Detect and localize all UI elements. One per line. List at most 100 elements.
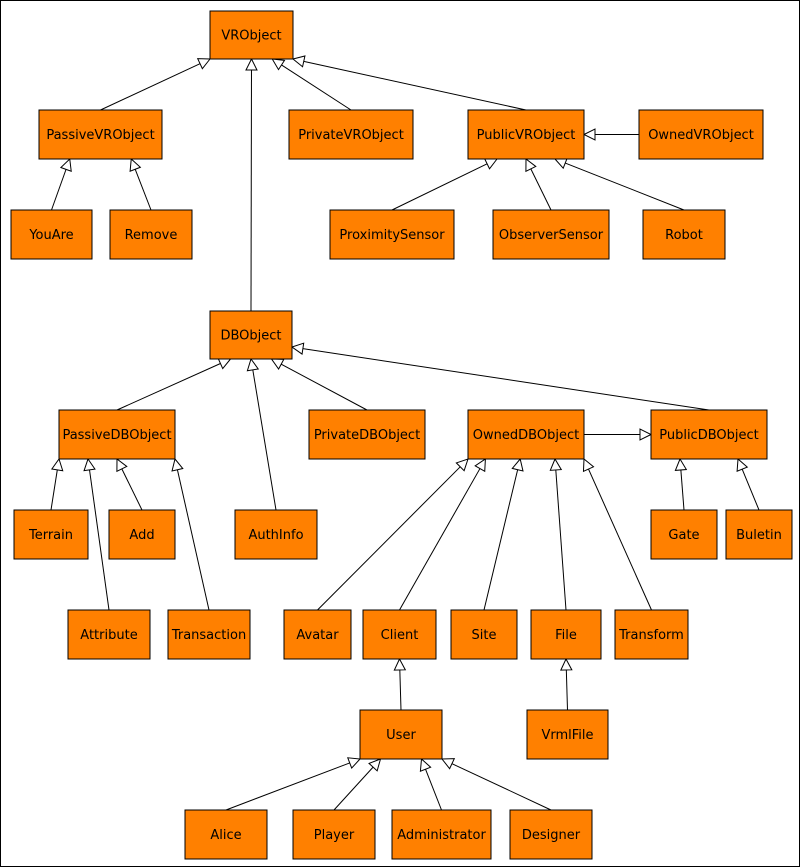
edge-line	[680, 469, 685, 511]
node-add-label: Add	[129, 528, 154, 543]
edge-line	[483, 469, 519, 611]
node-administrator-label: Administrator	[397, 828, 486, 843]
node-privatevrobject: PrivateVRObject	[288, 109, 414, 160]
node-gate: Gate	[650, 509, 718, 560]
edge-buletin-to-publicdbobject	[736, 457, 760, 511]
inheritance-arrowhead-icon	[116, 457, 128, 473]
node-client: Client	[362, 609, 437, 660]
node-avatar-label: Avatar	[296, 628, 339, 643]
node-privatedbobject: PrivateDBObject	[308, 409, 426, 460]
inheritance-arrowhead-icon	[59, 157, 72, 172]
node-designer: Designer	[509, 809, 593, 860]
inheritance-arrowhead-icon	[217, 357, 232, 370]
inheritance-arrowhead-icon	[368, 758, 382, 772]
edges	[50, 55, 760, 811]
node-administrator: Administrator	[391, 809, 492, 860]
inheritance-arrowhead-icon	[474, 458, 486, 473]
node-robot-label: Robot	[665, 228, 703, 243]
edge-line	[317, 466, 461, 611]
edge-attribute-to-passivedbobject	[83, 457, 110, 611]
edge-line	[451, 763, 552, 811]
node-passivedbobject-label: PassiveDBObject	[62, 428, 171, 443]
edge-owneddbobject-to-publicdbobject	[584, 428, 653, 441]
edge-proximitysensor-to-publicvrobject	[391, 158, 499, 211]
node-remove: Remove	[109, 209, 193, 260]
node-transaction: Transaction	[167, 609, 251, 660]
inheritance-arrowhead-icon	[582, 457, 595, 473]
nodes: VRObject PassiveVRObject PrivateVRObject…	[10, 10, 793, 860]
edge-publicvrobject-to-vrobject	[291, 55, 527, 111]
edge-line	[530, 168, 552, 211]
edge-client-to-owneddbobject	[399, 458, 486, 611]
node-publicdbobject: PublicDBObject	[650, 409, 768, 460]
inheritance-arrowhead-icon	[393, 657, 407, 671]
inheritance-arrowhead-icon	[549, 457, 563, 471]
node-site-label: Site	[472, 628, 497, 643]
inheritance-arrowhead-icon	[525, 157, 537, 173]
edge-line	[399, 468, 481, 611]
node-alice-label: Alice	[210, 828, 241, 843]
inheritance-arrowhead-icon	[582, 128, 596, 141]
node-dbobject-label: DBObject	[220, 329, 281, 344]
edge-user-to-client	[393, 657, 407, 711]
node-client-label: Client	[381, 628, 419, 643]
inheritance-arrowhead-icon	[347, 757, 362, 769]
node-authinfo-label: AuthInfo	[248, 528, 303, 543]
node-passivevrobject: PassiveVRObject	[38, 109, 163, 160]
edge-line	[116, 363, 221, 411]
node-transaction-label: Transaction	[171, 628, 246, 643]
edge-dbobject-to-vrobject	[245, 57, 258, 312]
edge-line	[281, 64, 352, 111]
node-dbobject: DBObject	[209, 310, 293, 360]
node-terrain: Terrain	[13, 509, 89, 560]
edge-site-to-owneddbobject	[483, 457, 524, 611]
node-avatar: Avatar	[283, 609, 352, 660]
node-terrain-label: Terrain	[28, 528, 73, 543]
inheritance-arrowhead-icon	[245, 57, 258, 71]
node-vrobject: VRObject	[209, 10, 294, 60]
inheritance-arrowhead-icon	[419, 757, 432, 773]
node-transform-label: Transform	[618, 628, 684, 643]
edge-remove-to-passivevrobject	[129, 157, 152, 211]
edge-file-to-owneddbobject	[549, 457, 567, 611]
edge-youare-to-passivevrobject	[51, 157, 72, 211]
edge-line	[100, 63, 201, 111]
edge-line	[51, 169, 67, 211]
node-transform: Transform	[614, 609, 689, 660]
edge-ownedvrobject-to-publicvrobject	[582, 128, 639, 141]
node-publicvrobject-label: PublicVRObject	[477, 128, 576, 143]
node-player: Player	[292, 809, 376, 860]
inheritance-arrowhead-icon	[196, 58, 212, 70]
edge-observersensor-to-publicvrobject	[525, 157, 552, 211]
inheritance-arrowhead-icon	[50, 457, 64, 472]
node-user: User	[359, 709, 443, 760]
node-file: File	[530, 609, 602, 660]
edge-privatedbobject-to-dbobject	[270, 358, 368, 411]
node-attribute-label: Attribute	[80, 628, 137, 643]
inheritance-arrowhead-icon	[736, 457, 749, 473]
edge-line	[225, 762, 350, 811]
edge-line	[121, 468, 143, 511]
edge-alice-to-user	[225, 757, 362, 811]
edge-avatar-to-owneddbobject	[317, 458, 469, 611]
node-authinfo: AuthInfo	[234, 509, 318, 560]
node-attribute: Attribute	[67, 609, 151, 660]
inheritance-arrowhead-icon	[83, 457, 96, 472]
edge-line	[425, 769, 442, 811]
edge-line	[134, 169, 152, 211]
inheritance-arrowhead-icon	[129, 157, 142, 173]
node-player-label: Player	[314, 828, 355, 843]
inheritance-arrowhead-icon	[171, 457, 184, 472]
node-add: Add	[108, 509, 176, 560]
edge-line	[252, 369, 277, 511]
node-publicvrobject: PublicVRObject	[467, 109, 585, 160]
edge-line	[588, 468, 652, 611]
edge-player-to-user	[333, 758, 382, 811]
node-vrmlfile: VrmlFile	[526, 709, 609, 760]
inheritance-arrowhead-icon	[511, 457, 524, 472]
node-privatevrobject-label: PrivateVRObject	[298, 128, 404, 143]
inheritance-arrowhead-icon	[440, 758, 456, 770]
node-youare-label: YouAre	[28, 228, 73, 243]
inheritance-arrowhead-icon	[639, 428, 653, 441]
node-privatedbobject-label: PrivateDBObject	[314, 428, 420, 443]
